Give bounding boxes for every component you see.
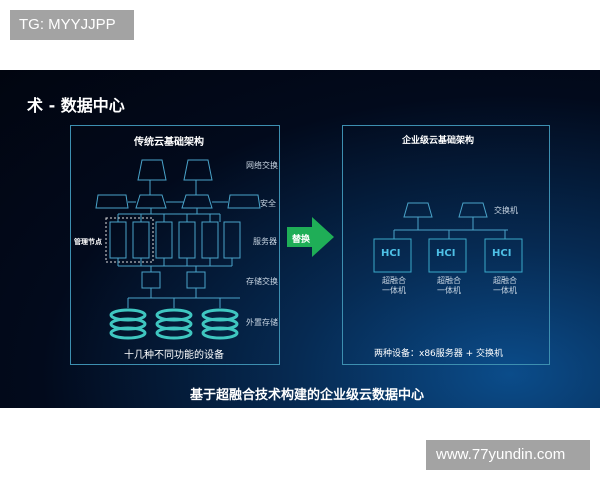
fc-switch-icon (141, 271, 206, 289)
right-footer: 两种设备：x86服务器 + 交换机 (374, 349, 504, 359)
hci-text-3: HCI (492, 248, 511, 259)
network-switch-icon (183, 159, 213, 181)
hci-node-label: 超融合一体机 (382, 276, 406, 295)
server-icon (109, 221, 241, 259)
hci-text-2: HCI (436, 248, 455, 259)
switch-icon (403, 202, 488, 218)
management-node-outline (105, 217, 154, 263)
left-footer: 十几种不同功能的设备 (124, 350, 224, 361)
right-title: 企业级云基础架构 (402, 136, 475, 146)
architecture-diagram: HCI HCI HCI (95, 159, 523, 340)
hci-node-label: 超融合一体机 (493, 276, 517, 295)
storage-disk-icon (109, 308, 239, 340)
layer-label: 服务器 (253, 237, 277, 246)
slide-title: 术 - 数据中心 (27, 96, 125, 115)
enterprise-architecture-box (342, 125, 550, 365)
slide-caption: 基于超融合技术构建的企业级云数据中心 (190, 388, 425, 403)
layer-label: 外置存储 (246, 318, 278, 327)
slide-image: 术 - 数据中心 HCI HCI HCI 传统云基础架构 网络交换 安全 服务器… (0, 70, 600, 408)
hci-appliance-icon (373, 238, 523, 273)
replace-label: 替换 (292, 235, 311, 245)
management-node-label: 管理节点 (74, 238, 102, 246)
firewall-icon (95, 194, 261, 209)
layer-label: 存储交换 (246, 277, 278, 286)
switch-label: 交换机 (494, 206, 518, 215)
network-switch-icon (137, 159, 167, 181)
hci-text-1: HCI (381, 248, 400, 259)
hci-node-label: 超融合一体机 (437, 276, 461, 295)
switch-icon (135, 194, 213, 209)
traditional-architecture-box (70, 125, 280, 365)
replace-arrow-icon (287, 217, 334, 257)
watermark-bottom: www.77yundin.com (426, 440, 590, 470)
layer-label: 网络交换 (246, 161, 278, 170)
layer-label: 安全 (260, 199, 276, 208)
left-title: 传统云基础架构 (134, 137, 204, 148)
watermark-top: TG: MYYJJPP (10, 10, 134, 40)
